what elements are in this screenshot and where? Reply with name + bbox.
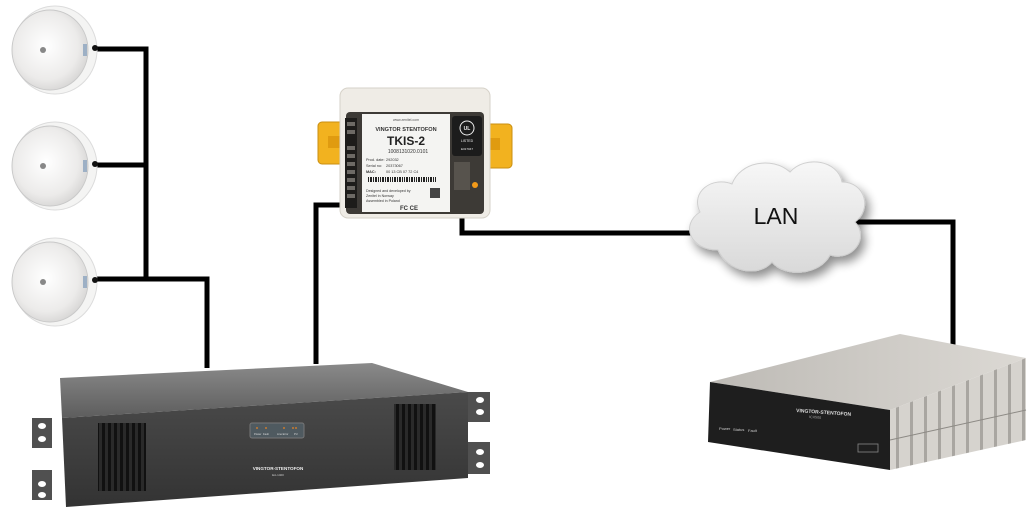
amp-led-pu: PU <box>294 432 298 436</box>
icx500-device: VINGTOR-STENTOFON ICX500 Power Status Fa… <box>708 334 1027 470</box>
tkis-2-device: www.zenitel.com VINGTOR STENTOFON TKIS-2… <box>317 87 513 219</box>
tkis-designed-line3: Assembled in Poland <box>366 199 400 203</box>
svg-text:UL: UL <box>464 126 471 132</box>
tkis-designed-line1: Designed and developed by <box>366 189 411 193</box>
qr-code-icon <box>430 188 440 198</box>
vent-right <box>394 404 436 470</box>
cable-speaker1 <box>96 46 149 277</box>
cable-amp-to-tkis <box>313 202 352 364</box>
cable-lan-to-icx <box>850 219 956 345</box>
tkis-website: www.zenitel.com <box>393 118 419 122</box>
tkis-prod-date-label: Prod. date: <box>366 158 385 162</box>
amp-model: EA-1400 <box>272 473 284 477</box>
amp-led-fault: Fault <box>263 432 269 436</box>
icx-model: ICX500 <box>809 415 821 420</box>
rack-ear-left <box>32 418 52 500</box>
vent-left <box>98 423 146 491</box>
tkis-serial: 20373067 <box>386 164 403 168</box>
tkis-mac-label: MAC: <box>366 170 376 174</box>
amp-led-power: Power <box>254 432 261 436</box>
tkis-part-no: 1008131020.0101 <box>388 149 429 155</box>
icx-led-power: Power <box>719 426 731 431</box>
rack-ear-right <box>468 392 490 474</box>
amp-led-line-error: Line Error <box>277 432 289 436</box>
ethernet-port <box>454 162 470 190</box>
ul-listed-badge <box>452 116 482 156</box>
tkis-prod-date: 292032 <box>386 158 399 162</box>
tkis-serial-label: Serial no: <box>366 164 382 168</box>
ul-logo-icon <box>459 120 475 136</box>
tkis-mac: 00 13 CB 07 72 C4 <box>386 170 418 174</box>
amplifier-device: Power Fault Line Error PU VINGTOR-STENTO… <box>32 363 490 507</box>
tkis-brand: VINGTOR STENTOFON <box>375 127 436 133</box>
cable-tkis-to-lan <box>459 192 700 236</box>
speaker-center-icon <box>40 279 46 285</box>
tkis-designed-line2: Zenitel in Norway <box>366 194 394 198</box>
tkis-model: TKIS-2 <box>387 134 425 148</box>
lan-cloud <box>689 161 866 273</box>
icx-ethernet-port <box>857 443 879 453</box>
ul-code: E317047 <box>461 147 473 151</box>
speaker-center-icon <box>40 163 46 169</box>
ul-listed-label: LISTED <box>461 139 474 143</box>
status-led-icon <box>472 182 478 188</box>
tkis-barcode <box>368 177 436 182</box>
amp-led-panel <box>249 422 305 439</box>
icx-led-fault: Fault <box>748 428 758 433</box>
icx-brand: VINGTOR-STENTOFON <box>796 408 852 418</box>
speaker-3 <box>11 237 98 327</box>
icx-led-status: Status <box>733 427 744 432</box>
lan-label: LAN <box>754 203 799 229</box>
tkis-ce-mark: FC CE <box>400 206 418 212</box>
speaker-center-icon <box>40 47 46 53</box>
speaker-2 <box>11 121 98 211</box>
speaker-1 <box>11 5 98 95</box>
amp-brand: VINGTOR-STENTOFON <box>253 466 304 471</box>
cable-speaker3-to-amp <box>96 276 210 368</box>
